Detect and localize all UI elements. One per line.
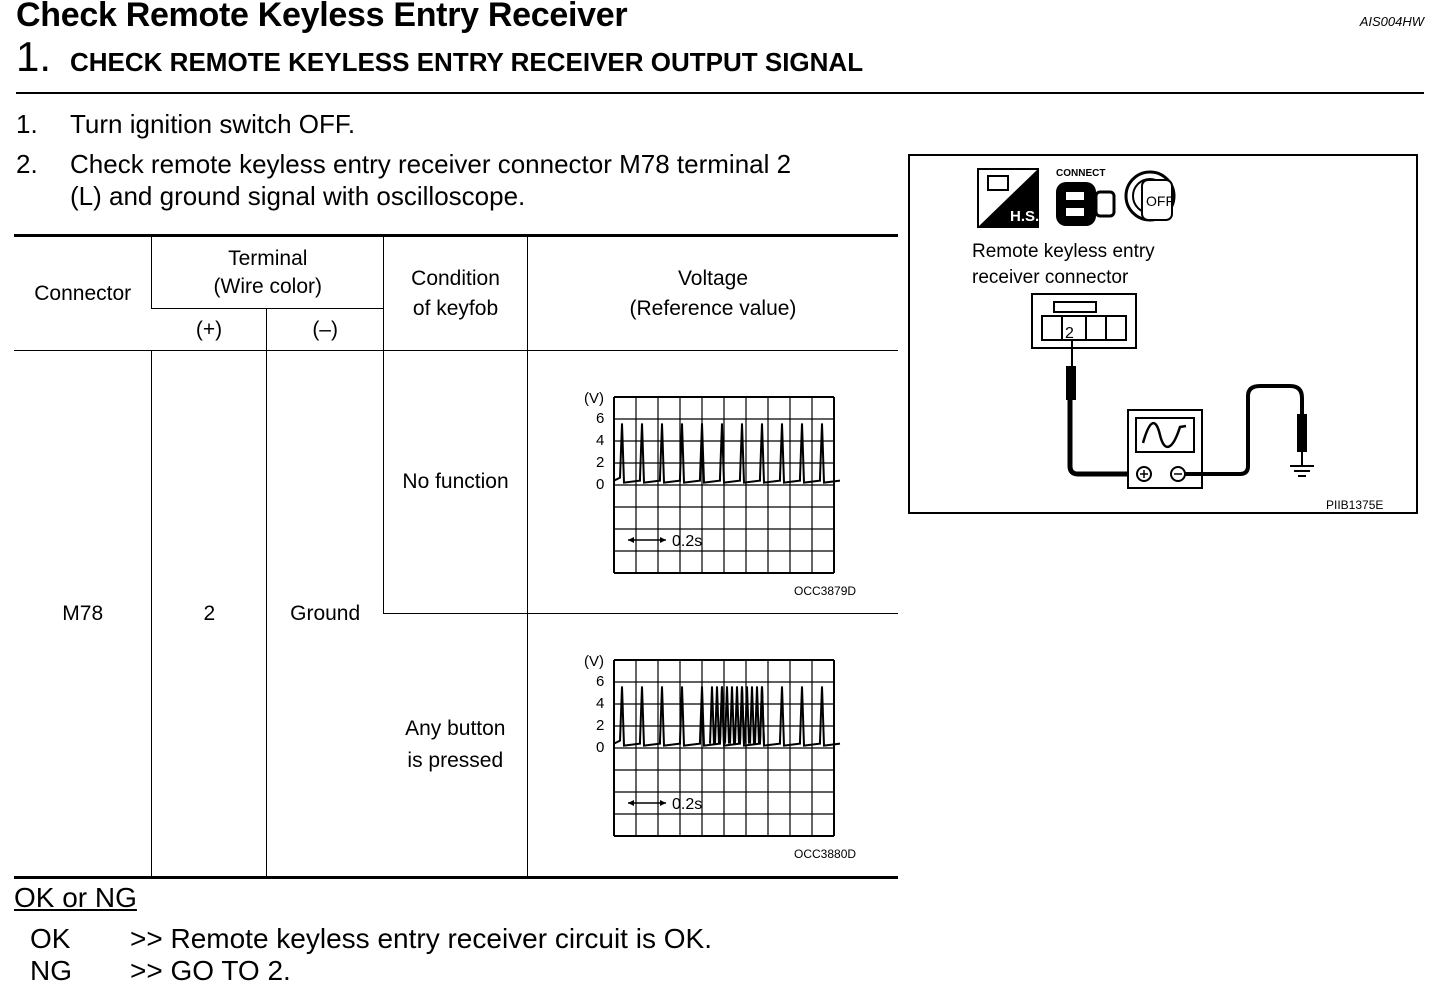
- scope-code: OCC3880D: [794, 847, 856, 861]
- scope-code: OCC3879D: [794, 584, 856, 598]
- ground-icon: [1290, 452, 1314, 477]
- instruction-number: 1.: [16, 109, 38, 139]
- header-plus: (+): [151, 308, 267, 351]
- instruction-text: Turn ignition switch OFF.: [70, 109, 356, 139]
- ignition-off-icon: OFF: [1124, 170, 1176, 222]
- header-terminal: Terminal (Wire color): [151, 234, 384, 309]
- pin-number: 2: [1065, 325, 1074, 342]
- step-number: 1.: [16, 33, 52, 80]
- header-voltage-line1: Voltage: [677, 266, 749, 290]
- instruction-number: 2.: [16, 149, 38, 179]
- step-title: CHECK REMOTE KEYLESS ENTRY RECEIVER OUTP…: [70, 47, 864, 77]
- header-minus: (–): [266, 308, 384, 351]
- scope-grid: [612, 396, 835, 574]
- condition-text: No function: [402, 470, 509, 493]
- header-voltage-line2: (Reference value): [629, 296, 797, 320]
- document-code: AIS004HW: [1359, 14, 1424, 29]
- receiver-connector: 2: [1031, 293, 1137, 349]
- scope-y-tick: 0: [596, 739, 604, 756]
- header-condition-line2: of keyfob: [412, 296, 499, 320]
- instruction-text-cont: (L) and ground signal with oscilloscope.: [70, 181, 526, 211]
- cell-plus-terminal: 2: [151, 350, 267, 879]
- scope-y-tick: 4: [596, 695, 604, 712]
- header-terminal-line2: (Wire color): [213, 274, 323, 298]
- scope-y-tick: 4: [596, 432, 604, 449]
- signal-spec-table: Connector Terminal (Wire color) Conditio…: [14, 234, 898, 879]
- scope-y-tick: 0: [596, 476, 604, 493]
- cell-condition-button-pressed: Any button is pressed: [383, 613, 528, 879]
- header-divider: [16, 92, 1424, 94]
- result-ng-text: >> GO TO 2.: [130, 955, 291, 986]
- header-terminal-line1: Terminal: [228, 246, 308, 270]
- svg-text:H.S.: H.S.: [1010, 208, 1039, 225]
- result-ok-text: >> Remote keyless entry receiver circuit…: [130, 923, 712, 954]
- scope-y-tick: 2: [596, 717, 604, 734]
- header-condition: Condition of keyfob: [383, 234, 528, 351]
- scope-unit-label: (V): [584, 653, 604, 670]
- condition-text: Any button: [405, 717, 506, 740]
- scope-y-tick: 6: [596, 410, 604, 427]
- harness-side-icon: H.S.: [977, 168, 1039, 228]
- header-connector: Connector: [14, 234, 152, 351]
- oscilloscope-icon: [1127, 409, 1203, 489]
- scope-y-tick: 2: [596, 454, 604, 471]
- scope-burst: [708, 686, 765, 744]
- diagram-code: PIIB1375E: [1326, 498, 1383, 512]
- measurement-diagram: H.S. CONNECT OFF Remote keyless entry re…: [908, 154, 1418, 514]
- scope-time-label: 0.2s: [672, 533, 702, 550]
- diagram-label-cont: receiver connector: [972, 267, 1129, 288]
- header-voltage: Voltage (Reference value): [526, 234, 898, 351]
- connector-icon: CONNECT: [1056, 168, 1116, 226]
- scope-unit-label: (V): [584, 390, 604, 407]
- scope-waveform: [613, 423, 841, 484]
- wiring-diagram: H.S. CONNECT OFF Remote keyless entry re…: [972, 168, 1383, 512]
- result-ng-key: NG: [30, 955, 72, 986]
- header-condition-line1: Condition: [411, 266, 500, 290]
- cell-connector: M78: [14, 350, 152, 879]
- scope-grid: [612, 659, 835, 837]
- cell-condition-no-function: No function: [383, 350, 528, 614]
- scope-y-tick: 6: [596, 673, 604, 690]
- result-heading: OK or NG: [14, 882, 137, 913]
- condition-text-cont: is pressed: [407, 749, 504, 772]
- page-title: Check Remote Keyless Entry Receiver: [16, 0, 628, 34]
- svg-text:OFF: OFF: [1146, 193, 1174, 209]
- instruction-text: Check remote keyless entry receiver conn…: [70, 149, 792, 179]
- svg-text:CONNECT: CONNECT: [1056, 168, 1105, 179]
- scope-time-label: 0.2s: [672, 796, 702, 813]
- cell-minus-terminal: Ground: [266, 350, 384, 879]
- diagram-label: Remote keyless entry: [972, 241, 1155, 262]
- result-ok-key: OK: [30, 923, 71, 954]
